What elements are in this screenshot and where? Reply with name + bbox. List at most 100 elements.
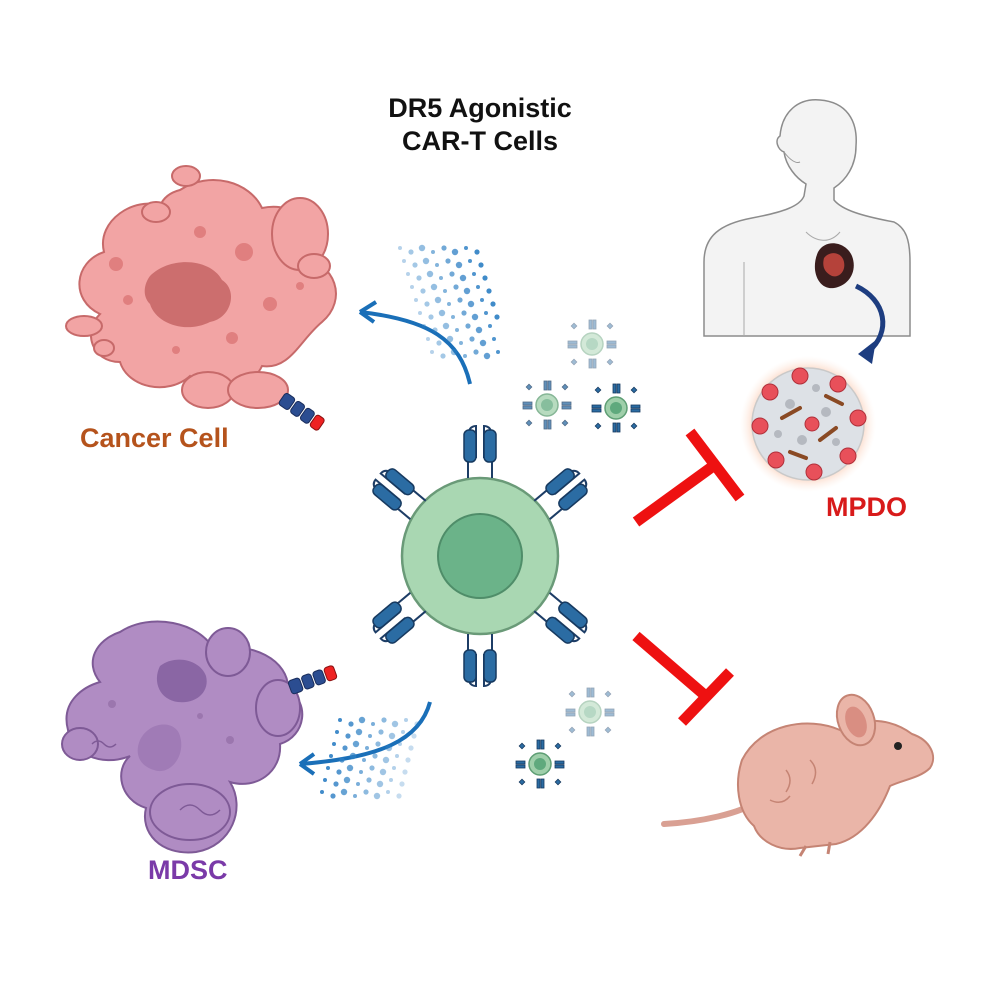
- page-title: DR5 Agonistic CAR-T Cells: [330, 92, 630, 158]
- cytokine-dot: [420, 288, 426, 294]
- cytokine-dot: [416, 275, 422, 281]
- cytokine-dot: [399, 781, 405, 787]
- cytokine-dot: [455, 261, 463, 269]
- cytokine-dot: [343, 776, 351, 784]
- cytokine-dot: [457, 297, 463, 303]
- cytokine-dot: [405, 757, 411, 763]
- cytokine-dot: [435, 263, 439, 267]
- cytokine-dot: [356, 782, 360, 786]
- curved-arrow-icon: [854, 283, 886, 364]
- cytokine-dot: [480, 298, 484, 302]
- cytokine-dot: [398, 246, 402, 250]
- cytokine-dot: [463, 354, 467, 358]
- cytokine-dot: [442, 322, 450, 330]
- cytokine-dot: [486, 288, 492, 294]
- cytokine-dot: [386, 790, 390, 794]
- mdsc-label: MDSC: [148, 855, 228, 885]
- cytokine-dot: [395, 754, 399, 758]
- cytokine-dot: [362, 758, 366, 762]
- cytokine-dot: [465, 323, 471, 329]
- title-line-2: CAR-T Cells: [401, 126, 558, 156]
- cytokine-dot: [490, 301, 496, 307]
- cytokine-dot: [430, 350, 434, 354]
- cytokine-dot: [431, 250, 435, 254]
- cytokine-release-icon-upper: [358, 244, 500, 385]
- cytokine-dot: [378, 729, 384, 735]
- cytokine-dot: [406, 272, 410, 276]
- cytokine-dot: [443, 289, 447, 293]
- cytokine-dot: [414, 721, 420, 727]
- cytokine-dot: [434, 296, 442, 304]
- cytokine-dot: [408, 745, 414, 751]
- cytokine-dot: [432, 327, 438, 333]
- cytokine-dot: [382, 756, 390, 764]
- cytokine-dot: [365, 746, 369, 750]
- cytokine-dot: [326, 766, 330, 770]
- cytokine-dot: [469, 336, 475, 342]
- mouse-icon: [661, 693, 935, 857]
- cytokine-dot: [439, 276, 443, 280]
- cytokine-dot: [396, 793, 402, 799]
- cytokine-dot: [339, 757, 345, 763]
- cytokine-dot: [426, 337, 430, 341]
- cytokine-dot: [414, 298, 418, 302]
- cytokine-dot: [402, 259, 406, 263]
- cytokine-dot: [392, 766, 396, 770]
- cytokine-dot: [451, 248, 459, 256]
- cytokine-dot: [472, 272, 476, 276]
- cytokine-dot: [410, 285, 414, 289]
- cytokine-dot: [398, 742, 402, 746]
- cytokine-dot: [323, 778, 327, 782]
- cytokine-dot: [389, 778, 393, 782]
- cytokine-dot: [447, 302, 451, 306]
- title-line-1: DR5 Agonistic: [388, 93, 572, 123]
- cytokine-dot: [449, 271, 455, 277]
- cytokine-dot: [333, 781, 339, 787]
- cytokine-dot: [474, 249, 480, 255]
- cytokine-dot: [349, 752, 357, 760]
- organoid-icon: [740, 356, 876, 492]
- cytokine-dot: [476, 285, 480, 289]
- cytokine-dot: [473, 349, 479, 355]
- cytokine-dot: [428, 314, 434, 320]
- cytokine-dot: [422, 257, 430, 265]
- cytokine-dot: [355, 728, 363, 736]
- cytokine-dot: [366, 777, 372, 783]
- cytokine-dot: [320, 790, 324, 794]
- cytokine-dot: [335, 730, 339, 734]
- cytokine-dot: [418, 244, 426, 252]
- cytokine-dot: [467, 300, 475, 308]
- cytokine-dot: [445, 258, 451, 264]
- cytokine-dot: [369, 765, 375, 771]
- cytokine-dot: [340, 788, 348, 796]
- cytokine-dot: [482, 275, 488, 281]
- cytokine-dot: [438, 309, 446, 317]
- cytokine-dot: [418, 311, 422, 315]
- cytokine-dot: [345, 733, 351, 739]
- cytokine-dot: [483, 352, 491, 360]
- cytokine-dot: [494, 314, 500, 320]
- cytokine-dot: [363, 789, 369, 795]
- cytokine-dot: [475, 326, 483, 334]
- inhibition-icon-mpdo: [632, 428, 745, 527]
- cytokine-dot: [342, 745, 348, 751]
- car-t-cell-icon: [366, 425, 594, 687]
- cytokine-dot: [412, 262, 418, 268]
- cytokine-dot: [478, 262, 484, 268]
- cytokine-dot: [402, 769, 408, 775]
- cytokine-dot: [388, 732, 396, 740]
- inhibition-icon-mouse: [632, 631, 734, 726]
- cytokine-dot: [379, 768, 387, 776]
- human-patient-icon: [703, 99, 911, 337]
- cytokine-dot: [371, 722, 375, 726]
- cytokine-dot: [401, 730, 405, 734]
- cytokine-dot: [358, 716, 366, 724]
- cytokine-dot: [411, 733, 417, 739]
- cytokine-dot: [332, 742, 336, 746]
- cytokine-dot: [463, 287, 471, 295]
- cytokine-dot: [479, 339, 487, 347]
- cytokine-dot: [359, 770, 363, 774]
- cytokine-dot: [338, 718, 342, 722]
- mdsc-icon: [61, 620, 338, 854]
